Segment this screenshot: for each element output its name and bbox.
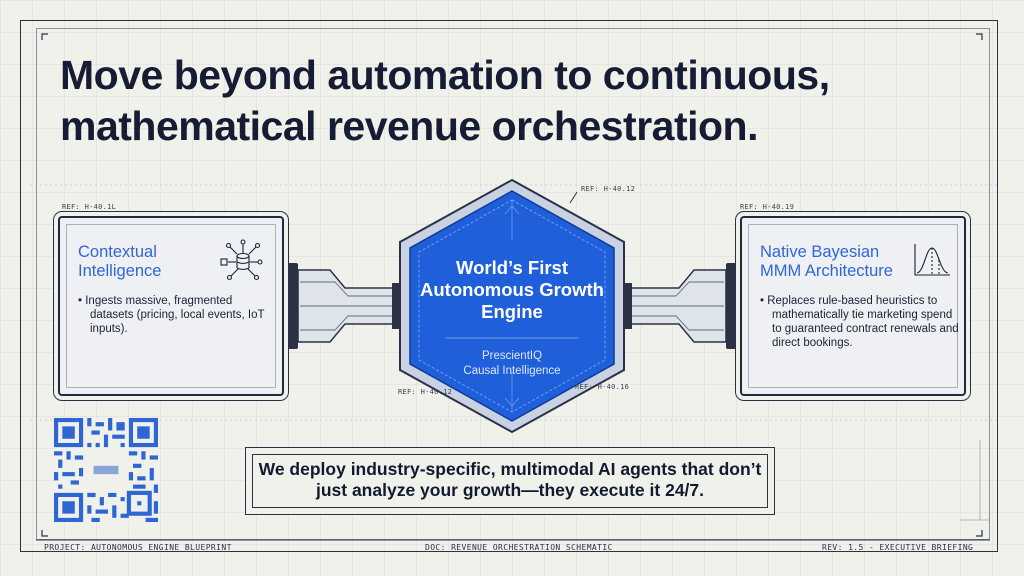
left-card-ref: REF: H-40.1L bbox=[62, 203, 117, 211]
callout-box: We deploy industry-specific, multimodal … bbox=[245, 447, 775, 515]
outer-frame bbox=[20, 20, 998, 552]
hex-ref-bottom-left: REF: H-40.12 bbox=[398, 388, 453, 396]
right-card-ref: REF: H-40.19 bbox=[740, 203, 795, 211]
left-card-title: Contextual Intelligence bbox=[78, 243, 162, 280]
hex-subtitle-tagline: Causal Intelligence bbox=[463, 365, 561, 377]
bell-curve-chart-icon bbox=[914, 244, 950, 276]
contextual-intelligence-card: Contextual Intelligence Ingests massive,… bbox=[58, 216, 284, 396]
footer-rev: REV: 1.5 - EXECUTIVE BRIEFING bbox=[822, 543, 974, 552]
left-card-body: Ingests massive, fragmented datasets (pr… bbox=[78, 294, 270, 336]
hex-title: World’s First Autonomous Growth Engine bbox=[420, 257, 604, 322]
data-network-icon bbox=[220, 239, 263, 281]
hex-ref-bottom-right: REF: H-40.16 bbox=[575, 383, 630, 391]
footer-doc: DOC: REVENUE ORCHESTRATION SCHEMATIC bbox=[425, 543, 613, 552]
qr-code-icon bbox=[54, 418, 158, 522]
hex-subtitle-brand: PrescientIQ bbox=[481, 350, 543, 362]
bayesian-mmm-card: Native Bayesian MMM Architecture Replace… bbox=[740, 216, 966, 396]
right-card-title: Native Bayesian MMM Architecture bbox=[760, 243, 893, 280]
hex-ref-top: REF: H-40.12 bbox=[581, 185, 636, 193]
footer-project: PROJECT: AUTONOMOUS ENGINE BLUEPRINT bbox=[44, 543, 232, 552]
right-card-body: Replaces rule-based heuristics to mathem… bbox=[760, 294, 962, 350]
page-headline: Move beyond automation to continuous, ma… bbox=[60, 52, 830, 149]
callout-text: We deploy industry-specific, multimodal … bbox=[258, 459, 762, 500]
